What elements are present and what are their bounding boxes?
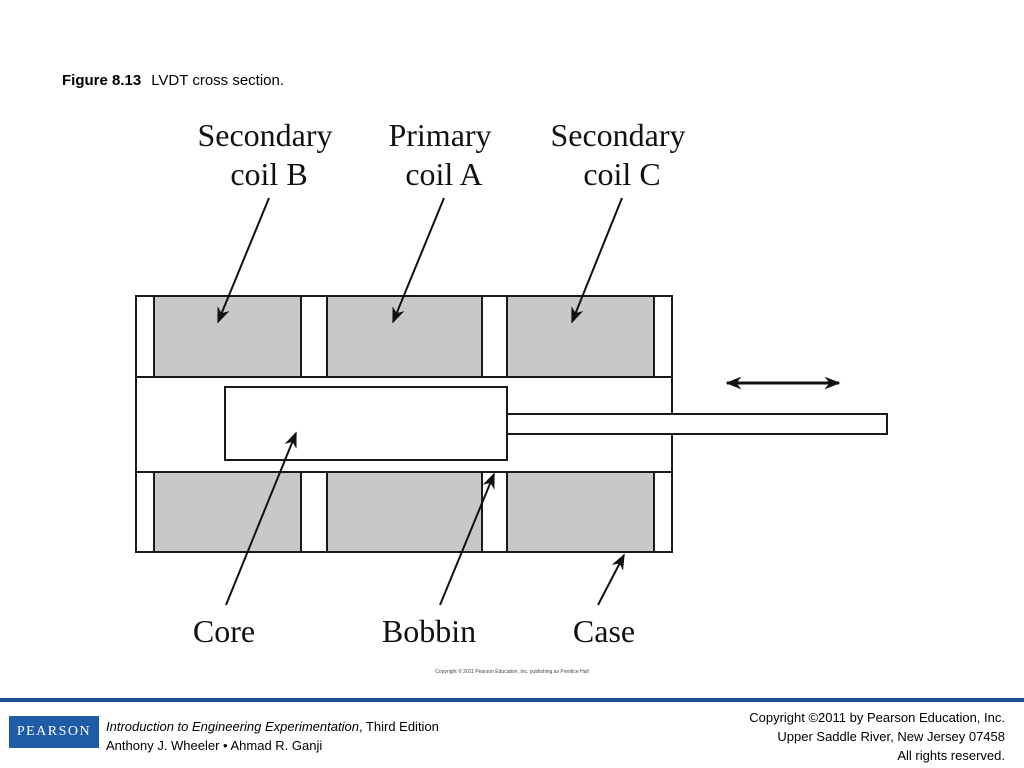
arrow-case: [597, 553, 625, 606]
label-secondary-coil-b: Secondary coil B: [197, 117, 340, 192]
secondary-coil-b-bottom: [153, 471, 302, 553]
label-core: Core: [193, 613, 255, 649]
label-secondary-coil-c: Secondary coil C: [550, 117, 693, 192]
lvdt-diagram: Secondary coil B Primary coil A Secondar…: [135, 117, 888, 649]
secondary-coil-c-bottom: [506, 471, 655, 553]
label-primary-coil-a: Primary coil A: [388, 117, 499, 192]
rights-line-2: Upper Saddle River, New Jersey 07458: [777, 729, 1005, 744]
arrow-secondary-coil-c: [571, 197, 623, 324]
rights-notice: Copyright ©2011 by Pearson Education, In…: [749, 708, 1005, 765]
pearson-logo: PEARSON: [9, 716, 99, 748]
figure-number: Figure 8.13: [62, 72, 142, 89]
label-case: Case: [573, 613, 635, 649]
arrow-bobbin: [439, 472, 495, 606]
book-title-line: Introduction to Engineering Experimentat…: [106, 717, 439, 736]
footer-rule: [0, 698, 1024, 702]
push-rod: [506, 413, 888, 435]
book-edition: , Third Edition: [358, 719, 439, 734]
arrow-primary-coil-a: [392, 197, 445, 324]
secondary-coil-c-top: [506, 295, 655, 378]
image-copyright: Copyright © 2011 Pearson Education, Inc.…: [435, 669, 589, 675]
book-title: Introduction to Engineering Experimentat…: [106, 719, 359, 734]
rights-line-3: All rights reserved.: [897, 748, 1005, 763]
figure-title: LVDT cross section.: [151, 72, 285, 89]
arrow-secondary-coil-b: [217, 197, 270, 324]
label-bobbin: Bobbin: [382, 613, 476, 649]
primary-coil-a-top: [326, 295, 483, 378]
arrow-core: [225, 431, 297, 606]
figure-caption: Figure 8.13 LVDT cross section.: [62, 72, 284, 89]
book-info: Introduction to Engineering Experimentat…: [106, 717, 439, 755]
secondary-coil-b-top: [153, 295, 302, 378]
book-authors: Anthony J. Wheeler • Ahmad R. Ganji: [106, 738, 323, 753]
primary-coil-a-bottom: [326, 471, 483, 553]
core: [224, 386, 508, 461]
rights-line-1: Copyright ©2011 by Pearson Education, In…: [749, 710, 1005, 725]
